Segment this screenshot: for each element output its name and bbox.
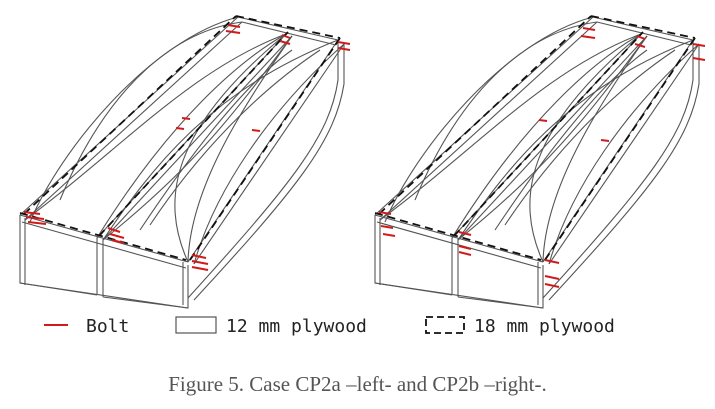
- bolt-legend-label: Bolt: [86, 316, 129, 337]
- ply12-legend-label: 12 mm plywood: [226, 316, 367, 337]
- bolts-left: [23, 24, 351, 271]
- model-cp2b: [374, 15, 706, 309]
- ply18-legend-swatch: [425, 316, 465, 334]
- ply18-legend-label: 18 mm plywood: [474, 316, 615, 337]
- bolts-right: [378, 27, 706, 288]
- ply12-legend-swatch: [175, 316, 217, 334]
- figure-caption: Figure 5. Case CP2a –left- and CP2b –rig…: [168, 372, 547, 396]
- legend: Bolt 12 mm plywood 18 mm plywood: [44, 316, 615, 337]
- model-cp2a: [19, 15, 351, 309]
